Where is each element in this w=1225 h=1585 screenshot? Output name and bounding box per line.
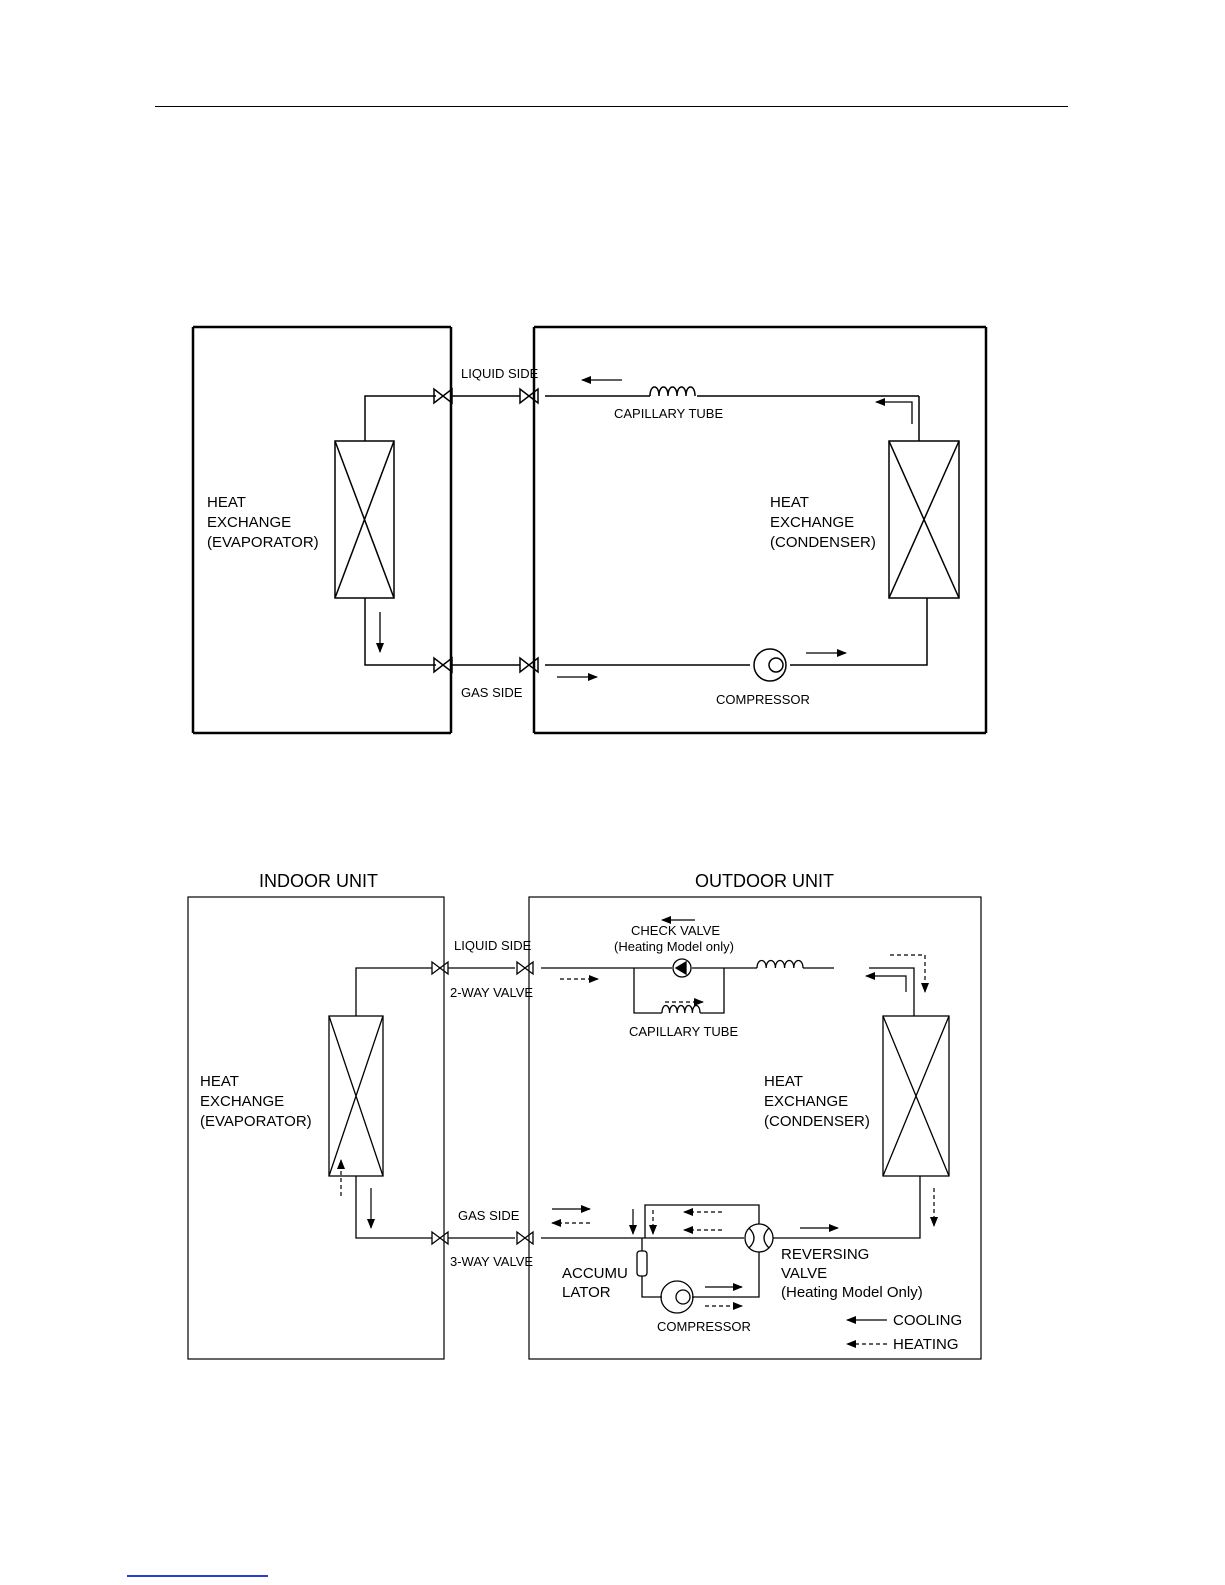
legend: COOLING HEATING <box>846 1312 962 1353</box>
capillary-coil-icon <box>649 386 696 397</box>
compressor-label: COMPRESSOR <box>657 1319 751 1334</box>
three-way-valve-indoor-icon <box>431 1230 449 1246</box>
condenser-label-line1: HEAT <box>770 494 809 511</box>
condenser-coil-icon <box>882 1015 950 1177</box>
evaporator-label-line1: HEAT <box>207 494 246 511</box>
legend-cooling-label: COOLING <box>893 1312 962 1329</box>
capillary-tube-label: CAPILLARY TUBE <box>614 406 723 421</box>
condenser-label-line3: (CONDENSER) <box>770 534 876 551</box>
reversing-valve-label-line3: (Heating Model Only) <box>781 1284 923 1301</box>
arrow-corner-icon <box>875 398 913 424</box>
three-way-valve-label: 3-WAY VALVE <box>450 1254 533 1269</box>
footer-link-underline[interactable] <box>127 1575 268 1577</box>
capillary-tube-label: CAPILLARY TUBE <box>629 1024 738 1039</box>
check-valve-label-line2: (Heating Model only) <box>614 939 734 954</box>
two-way-valve-outdoor-icon <box>516 960 534 976</box>
outdoor-unit-boundary <box>528 896 982 1360</box>
accumulator-label-line1: ACCUMU <box>562 1265 628 1282</box>
header-rule <box>155 106 1068 107</box>
outdoor-unit-boundary <box>532 325 988 735</box>
evaporator-label-line3: (EVAPORATOR) <box>200 1113 312 1130</box>
cooling-only-diagram: LIQUID SIDE GAS SIDE CAPILLARY TUBE HEAT… <box>191 325 988 735</box>
evaporator-coil-icon <box>328 1015 384 1177</box>
refrigerant-piping <box>364 395 928 666</box>
cooling-flow-arrows <box>367 916 907 1291</box>
liquid-valve-indoor-icon <box>433 387 453 405</box>
evaporator-label-line2: EXCHANGE <box>200 1093 284 1110</box>
check-valve-label-line1: CHECK VALVE <box>631 923 720 938</box>
three-way-valve-outdoor-icon <box>516 1230 534 1246</box>
evaporator-coil-icon <box>334 440 395 599</box>
condenser-label-line2: EXCHANGE <box>770 514 854 531</box>
capillary-coil-main-icon <box>756 959 804 969</box>
liquid-side-label: LIQUID SIDE <box>461 366 539 381</box>
check-valve-icon <box>672 958 692 978</box>
indoor-unit-boundary <box>187 896 445 1360</box>
service-valves <box>433 387 539 674</box>
condenser-label-line2: EXCHANGE <box>764 1093 848 1110</box>
gas-side-label: GAS SIDE <box>458 1208 520 1223</box>
refrigerant-piping <box>355 967 921 1298</box>
liquid-valve-outdoor-icon <box>519 387 539 405</box>
heat-pump-diagram: INDOOR UNIT OUTDOOR UNIT <box>187 871 982 1360</box>
gas-valve-outdoor-icon <box>519 656 539 674</box>
liquid-side-label: LIQUID SIDE <box>454 938 532 953</box>
legend-heating-label: HEATING <box>893 1336 959 1353</box>
evaporator-label-line3: (EVAPORATOR) <box>207 534 319 551</box>
arrow-corner-icon <box>865 972 907 992</box>
arrow-corner-dashed-icon <box>890 954 929 993</box>
flow-arrows <box>376 376 913 681</box>
gas-side-label: GAS SIDE <box>461 685 523 700</box>
evaporator-label-line2: EXCHANGE <box>207 514 291 531</box>
condenser-label-line3: (CONDENSER) <box>764 1113 870 1130</box>
compressor-label: COMPRESSOR <box>716 692 810 707</box>
capillary-coil-icon <box>661 1004 701 1014</box>
condenser-coil-icon <box>888 440 960 599</box>
condenser-label-line1: HEAT <box>764 1073 803 1090</box>
reversing-valve-label-line1: REVERSING <box>781 1246 869 1263</box>
service-valves <box>431 960 534 1246</box>
reversing-valve-label-line2: VALVE <box>781 1265 827 1282</box>
outdoor-unit-title: OUTDOOR UNIT <box>695 871 834 891</box>
accumulator-label-line2: LATOR <box>562 1284 611 1301</box>
evaporator-label-line1: HEAT <box>200 1073 239 1090</box>
compressor-icon <box>660 1280 694 1314</box>
reversing-valve-icon <box>744 1223 774 1253</box>
accumulator-icon <box>636 1250 648 1277</box>
two-way-valve-label: 2-WAY VALVE <box>450 985 533 1000</box>
indoor-unit-title: INDOOR UNIT <box>259 871 378 891</box>
heating-flow-arrows <box>337 954 938 1310</box>
two-way-valve-indoor-icon <box>431 960 449 976</box>
gas-valve-indoor-icon <box>433 656 453 674</box>
compressor-icon <box>753 648 787 682</box>
